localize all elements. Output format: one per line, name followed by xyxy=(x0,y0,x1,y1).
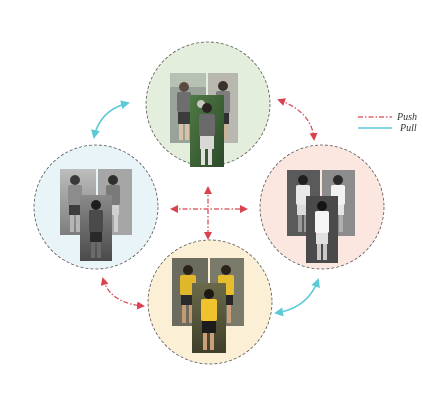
person-photo xyxy=(306,196,338,263)
cluster-right xyxy=(259,144,385,270)
legend: Push Pull xyxy=(358,112,417,134)
push-arrow-top-right xyxy=(277,98,318,141)
legend-pull-label: Pull xyxy=(399,123,417,134)
cluster-bottom xyxy=(147,239,273,365)
push-arrow-bottom-left xyxy=(100,277,145,310)
person-photo xyxy=(190,95,224,167)
center-push-cross xyxy=(170,186,248,240)
person-photo xyxy=(192,283,226,353)
legend-push-label: Push xyxy=(396,112,417,123)
pull-arrow-bottom-right xyxy=(274,278,320,317)
pull-arrow-top-left xyxy=(91,100,130,139)
cluster-top xyxy=(145,41,271,167)
person-photo xyxy=(80,195,112,261)
cluster-left xyxy=(33,144,159,270)
